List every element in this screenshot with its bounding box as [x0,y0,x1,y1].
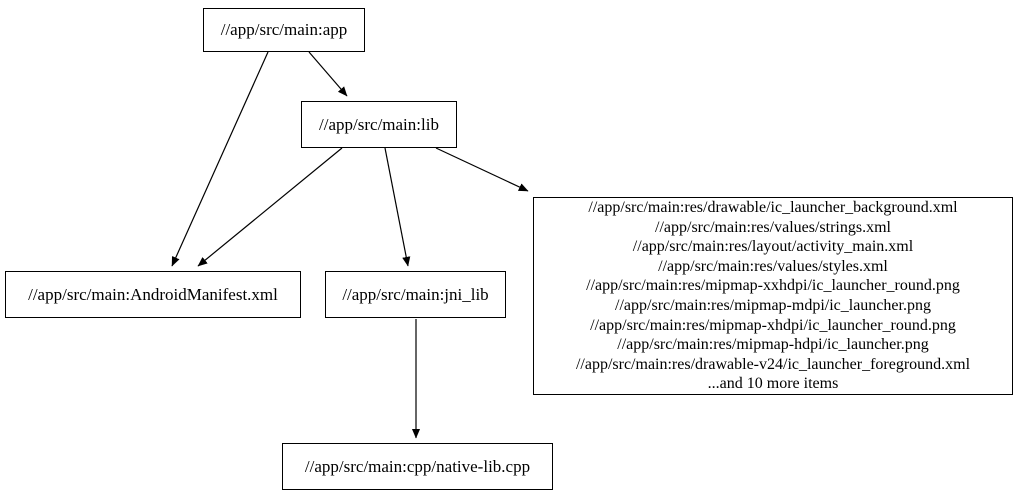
resource-item: //app/src/main:res/mipmap-xhdpi/ic_launc… [590,316,956,334]
edge-lib-to-manifest [197,147,343,267]
resource-item: //app/src/main:res/mipmap-xxhdpi/ic_laun… [586,277,960,295]
node-native-lib-cpp: //app/src/main:cpp/native-lib.cpp [282,443,553,490]
node-jni-lib: //app/src/main:jni_lib [325,271,506,318]
edge-lib-to-jni-lib [384,147,411,267]
resource-item: //app/src/main:res/mipmap-mdpi/ic_launch… [615,297,931,314]
resource-item: //app/src/main:res/values/strings.xml [655,218,891,236]
resource-item: //app/src/main:res/drawable/ic_launcher_… [588,199,958,217]
node-app-label: //app/src/main:app [220,20,348,40]
edge-app-to-manifest [171,51,269,267]
resource-item: //app/src/main:res/mipmap-hdpi/ic_launch… [617,336,929,354]
node-resource-group: //app/src/main:res/drawable/ic_launcher_… [533,197,1013,395]
resource-more-items: ...and 10 more items [707,375,839,393]
edge-lib-to-res-group [435,147,529,192]
node-lib-label: //app/src/main:lib [319,114,439,134]
resource-item: //app/src/main:res/layout/activity_main.… [632,238,914,256]
node-native-lib-cpp-label: //app/src/main:cpp/native-lib.cpp [304,456,531,476]
edge-app-to-lib [308,51,348,97]
node-lib: //app/src/main:lib [301,101,457,148]
resource-item: //app/src/main:res/drawable-v24/ic_launc… [575,355,971,373]
node-jni-lib-label: //app/src/main:jni_lib [342,284,489,304]
node-android-manifest: //app/src/main:AndroidManifest.xml [5,271,301,318]
node-app: //app/src/main:app [203,8,365,52]
node-android-manifest-label: //app/src/main:AndroidManifest.xml [28,284,278,304]
resource-item: //app/src/main:res/values/styles.xml [658,257,888,275]
